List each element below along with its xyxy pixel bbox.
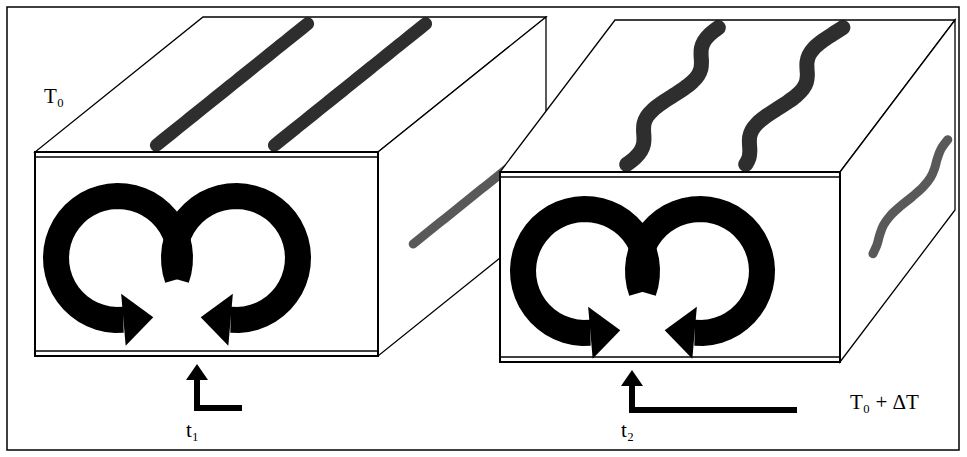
- time-pointer: [621, 370, 797, 410]
- roll-arrowhead: [201, 294, 233, 346]
- time-label: t₁: [186, 420, 199, 441]
- time-pointer: [186, 364, 242, 408]
- temperature-label: T₀: [44, 86, 64, 107]
- frame: [7, 7, 959, 450]
- temperature-label: T₀ + ΔT: [850, 392, 919, 413]
- roll-streak: [627, 28, 719, 165]
- roll-streak: [156, 24, 307, 146]
- roll-streak: [873, 140, 948, 254]
- roll-arrow: [638, 209, 762, 333]
- roll-arrowhead: [588, 307, 620, 359]
- time-label: t₂: [621, 420, 634, 441]
- convection-cell: [35, 17, 546, 356]
- roll-arrowhead: [121, 294, 153, 346]
- convection-cell: [500, 20, 955, 362]
- roll-arrowhead: [665, 307, 697, 359]
- roll-streak: [274, 24, 425, 146]
- roll-streak: [746, 28, 843, 165]
- roll-arrow: [174, 196, 298, 320]
